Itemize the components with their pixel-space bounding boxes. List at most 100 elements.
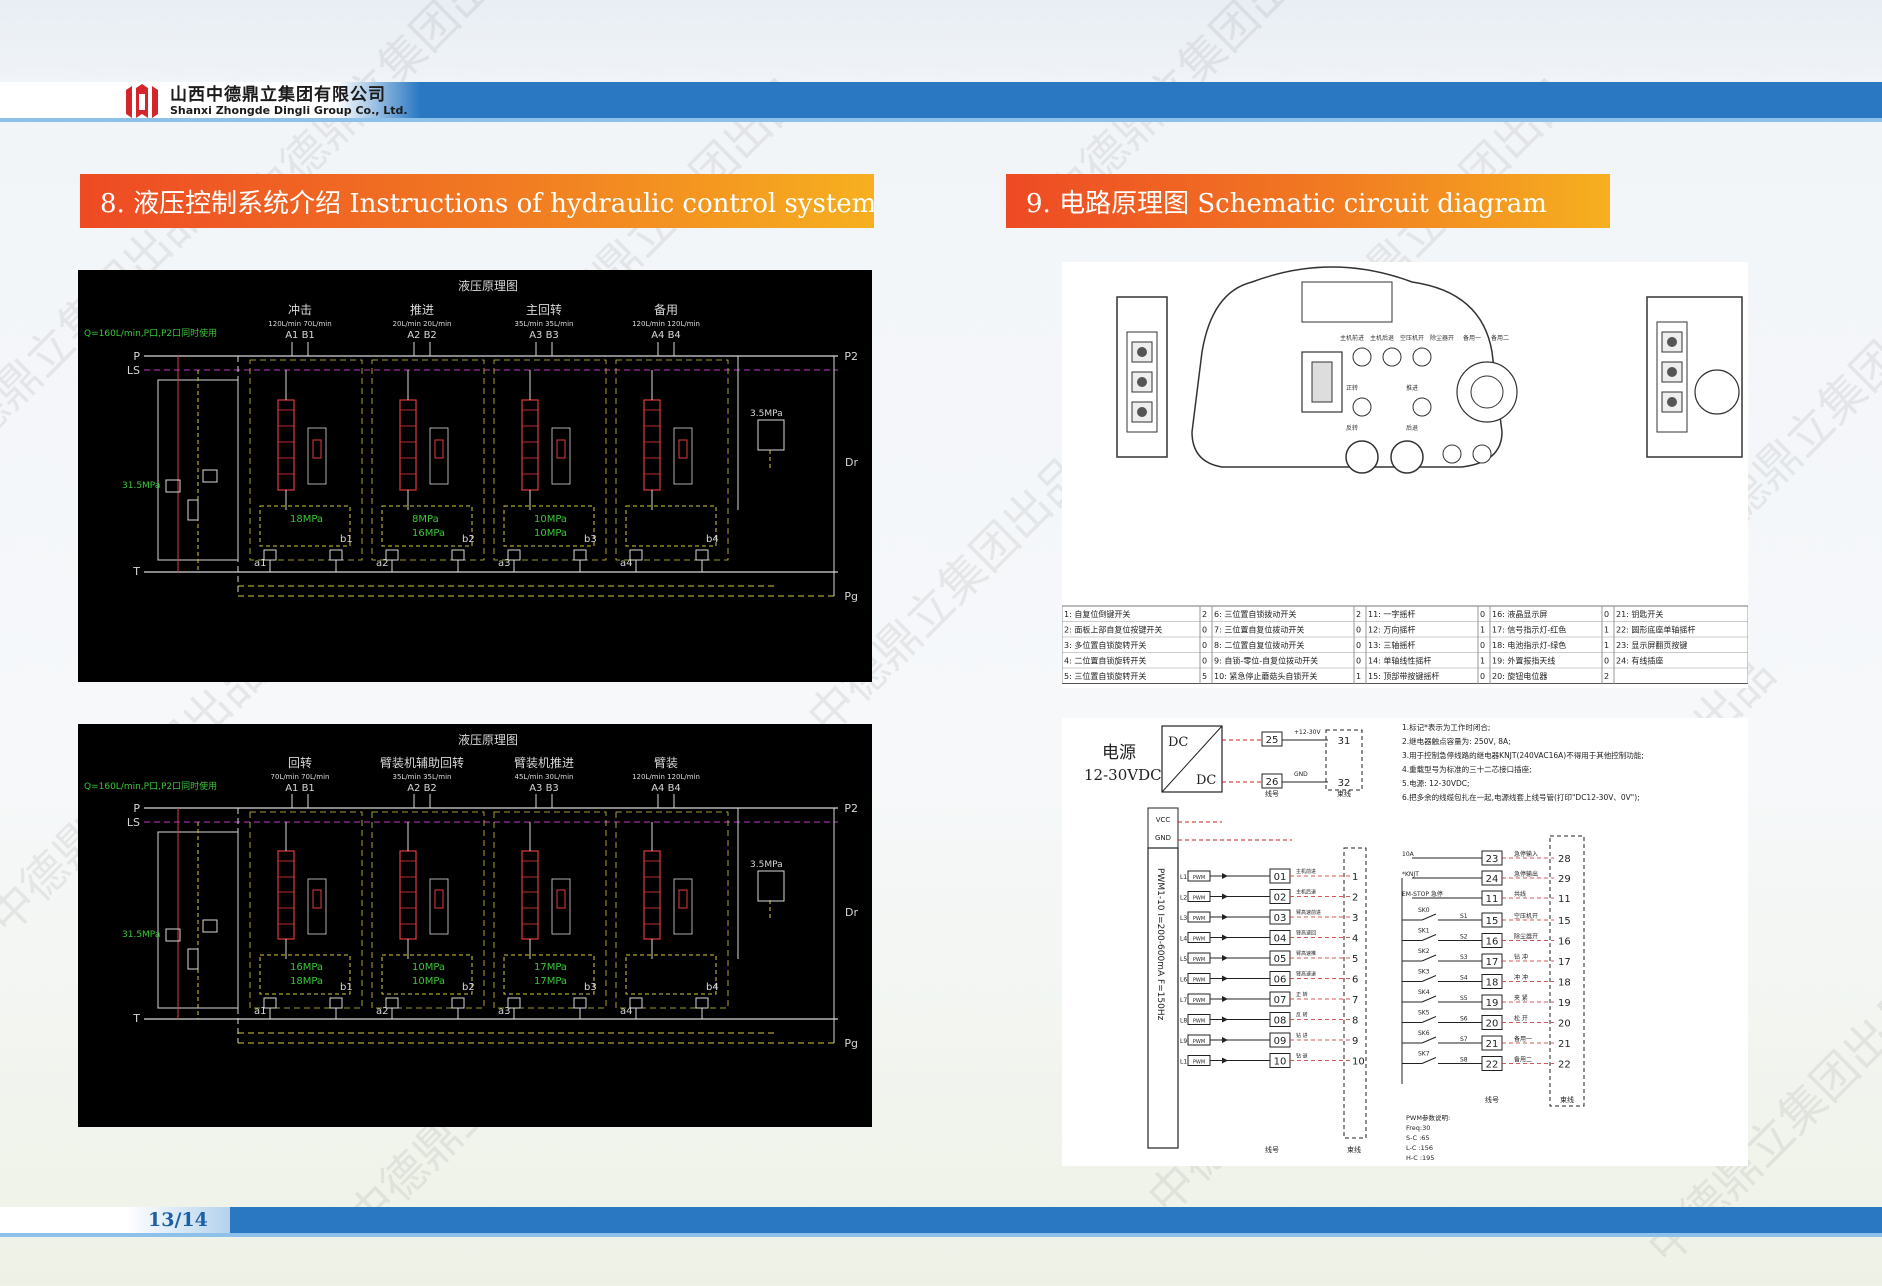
port-label-pg: Pg: [844, 590, 858, 603]
pilot-check: [573, 997, 587, 1009]
flow-note: Q=160L/min,P口,P2口同时使用: [84, 780, 217, 792]
vcc-gnd-block: [1147, 807, 1179, 849]
side-button-icon: [1667, 337, 1677, 347]
diode-icon: [1222, 996, 1228, 1002]
relief-frame: [259, 954, 351, 995]
spool-valve: [521, 850, 539, 940]
pilot-block: [307, 427, 327, 485]
switch-function-label: 备用二: [1514, 1056, 1532, 1064]
switch-function-label: 共线: [1514, 890, 1526, 898]
pilot-check: [451, 997, 465, 1009]
parts-table-cell: 2: 面板上部自复位按键开关: [1064, 625, 1162, 635]
pwm-parameter: S-C :65: [1406, 1134, 1430, 1142]
header-stripe: [0, 118, 1882, 122]
check-valve: [187, 499, 199, 521]
channel-function-label: 钻 退: [1296, 1053, 1308, 1060]
side-button-icon: [1137, 347, 1147, 357]
diode-icon: [1222, 975, 1228, 982]
terminal-number: 26: [1266, 777, 1279, 788]
flow-note: Q=160L/min,P口,P2口同时使用: [84, 327, 217, 339]
pilot-check: [573, 549, 587, 561]
harness-terminal: 6: [1352, 975, 1358, 986]
terminal-number: 11: [1486, 894, 1499, 905]
section-name: 冲击: [288, 302, 312, 317]
terminal-number: 04: [1274, 934, 1287, 945]
pilot-spool: [678, 889, 688, 909]
header-bar-fade: [0, 82, 420, 122]
diagram-title: 液压原理图: [458, 732, 518, 747]
pilot-port-a: a4: [620, 558, 633, 569]
pilot-spool: [678, 439, 688, 459]
section-frame: [371, 359, 485, 561]
switch-contact-icon: [1421, 934, 1437, 941]
switch-contact-icon: [1421, 1036, 1437, 1044]
dc-converter-diagonal: [1161, 725, 1223, 793]
pilot-check: [695, 997, 709, 1009]
emergency-stop-icon: [1694, 369, 1740, 415]
switch-id: S3: [1460, 954, 1468, 961]
section-title-hydraulic: 8. 液压控制系统介绍 Instructions of hydraulic co…: [80, 174, 876, 228]
parts-table-cell: 0: [1604, 610, 1609, 619]
control-label: 主机前进: [1340, 334, 1364, 342]
harness-terminal: 20: [1558, 1019, 1571, 1030]
circuit-note: 6.把多余的线缆包扎在一起,电源线套上线号管(打印"DC12-30V、0V");: [1402, 792, 1640, 802]
parts-table-cell: 13: 三轴摇杆: [1368, 640, 1415, 650]
parts-table-cell: 0: [1202, 641, 1207, 650]
section-flows: 20L/min 20L/min: [393, 320, 452, 328]
toggle-switch-icon: [1352, 347, 1372, 367]
parts-table-cell: 0: [1480, 672, 1485, 681]
channel-function-label: 臂高速回: [1296, 930, 1316, 937]
knob-icon: [1390, 440, 1424, 474]
section-name: 臂装机推进: [514, 756, 574, 770]
pilot-port-a: a2: [376, 558, 389, 569]
hydraulic-diagram-2-svg: 液压原理图Q=160L/min,P口,P2口同时使用PLSTP2DrPg31.5…: [84, 732, 858, 1050]
pilot-port-b: b3: [584, 982, 597, 993]
pilot-block: [551, 427, 571, 485]
pilot-check: [695, 549, 709, 561]
pilot-port-b: b1: [340, 534, 353, 545]
knob-icon: [1345, 440, 1379, 474]
main-pressure-label: 31.5MPa: [122, 930, 160, 940]
terminal-number: 22: [1486, 1060, 1499, 1071]
channel-function-label: 主机前进: [1296, 868, 1316, 875]
pilot-port-b: b4: [706, 534, 719, 545]
company-name-cn: 山西中德鼎立集团有限公司: [170, 85, 386, 106]
side-button-icon: [1667, 397, 1677, 407]
switch-contact-icon: [1421, 954, 1437, 962]
diode-icon: [1222, 893, 1228, 900]
terminal-box: [1261, 731, 1283, 747]
switch-id: S7: [1460, 1036, 1468, 1043]
section-flows: 120L/min 70L/min: [268, 320, 331, 328]
port-label-p2: P2: [844, 350, 858, 363]
terminal-number: 02: [1274, 893, 1287, 904]
port-label-t: T: [132, 565, 140, 578]
pilot-port-a: a3: [498, 558, 511, 569]
parts-table-cell: 0: [1604, 657, 1609, 666]
pilot-block: [551, 878, 571, 935]
pilot-port-b: b3: [584, 534, 597, 545]
channel-function-label: 正 转: [1296, 991, 1308, 998]
pwm-parameter: L-C :156: [1406, 1144, 1433, 1152]
pilot-port-b: b1: [340, 982, 353, 993]
relief-pressure-label: 10MPa: [534, 528, 567, 539]
relief-pressure-label: 8MPa: [412, 514, 439, 525]
parts-table-cell: 0: [1356, 626, 1361, 635]
port-label-ls: LS: [127, 364, 140, 377]
channel-line-label: L4: [1180, 936, 1187, 943]
control-label: 后退: [1406, 424, 1418, 432]
circuit-note: 2.继电器触点容量为: 250V, 8A;: [1402, 736, 1511, 746]
diode-icon: [1222, 873, 1228, 879]
spool-valve: [521, 399, 539, 491]
section-flows: 35L/min 35L/min: [515, 320, 574, 328]
relief-pressure-label: 16MPa: [290, 962, 323, 973]
terminal-number: 19: [1486, 998, 1499, 1009]
parts-table-cell: 10: 紧急停止蘑菇头自锁开关: [1214, 671, 1317, 681]
relief-pressure-label: 17MPa: [534, 962, 567, 973]
toggle-switch-icon: [1442, 444, 1462, 464]
circuit-note: 5.电源: 12-30VDC;: [1402, 778, 1470, 788]
parts-table-cell: 5: 三位置自锁旋转开关: [1064, 671, 1146, 681]
controller-body: [1191, 266, 1503, 468]
harness-terminal: 22: [1558, 1060, 1571, 1071]
